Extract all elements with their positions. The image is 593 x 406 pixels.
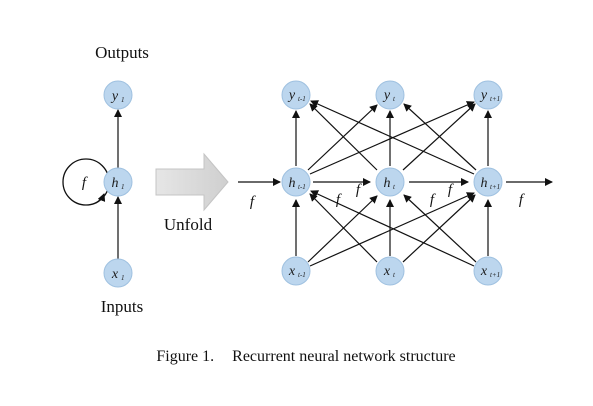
- node-y-cur: y t: [375, 80, 405, 110]
- node-y-prev: y t-1: [281, 80, 311, 110]
- figure-caption: Figure 1. Recurrent neural network struc…: [156, 348, 455, 365]
- f-label-out: f: [519, 192, 525, 208]
- svg-text:y: y: [287, 88, 296, 103]
- edge-hprev-ynext: [309, 101, 475, 175]
- svg-text:1: 1: [121, 96, 125, 104]
- svg-text:t+1: t+1: [490, 183, 500, 191]
- node-x-prev: x t-1: [281, 256, 311, 286]
- edge-xprev-hcur: [307, 195, 378, 263]
- svg-text:x: x: [288, 264, 296, 279]
- node-fold-y: y 1: [103, 80, 133, 110]
- svg-text:y: y: [479, 88, 488, 103]
- edge-hcur-yprev: [309, 103, 378, 171]
- node-x-next: x t+1: [473, 256, 503, 286]
- edge-hcur-ynext: [402, 103, 476, 171]
- caption-text: Recurrent neural network structure: [232, 348, 455, 365]
- f-label-in: f: [250, 194, 256, 210]
- edge-hnext-yprev: [310, 100, 475, 175]
- svg-text:h: h: [289, 176, 296, 191]
- svg-text:t: t: [393, 95, 396, 103]
- node-fold-x: x 1: [103, 258, 133, 288]
- node-x-cur: x t: [375, 256, 405, 286]
- svg-text:1: 1: [121, 183, 125, 191]
- svg-text:y: y: [110, 89, 119, 104]
- node-h-prev: h t-1: [281, 167, 311, 197]
- svg-text:t-1: t-1: [298, 183, 306, 191]
- self-loop-arrow: [95, 193, 106, 204]
- node-y-next: y t+1: [473, 80, 503, 110]
- self-loop-f-label: f: [82, 175, 88, 191]
- inputs-label: Inputs: [101, 297, 144, 316]
- f-label-2: f: [356, 182, 362, 198]
- edge-hprev-ycur: [307, 104, 378, 171]
- outputs-label: Outputs: [95, 43, 149, 62]
- svg-text:t-1: t-1: [298, 271, 306, 279]
- svg-text:t-1: t-1: [298, 95, 306, 103]
- node-h-next: h t+1: [473, 167, 503, 197]
- unfold-label: Unfold: [164, 215, 213, 234]
- f-label-3: f: [430, 192, 436, 208]
- edge-xnext-hcur: [403, 194, 477, 263]
- node-fold-h: h 1: [103, 167, 133, 197]
- edge-xnext-hprev: [310, 190, 475, 267]
- svg-text:h: h: [384, 176, 391, 191]
- svg-text:x: x: [480, 264, 488, 279]
- f-label-1: f: [336, 192, 342, 208]
- svg-text:t: t: [393, 271, 396, 279]
- node-h-cur: h t: [375, 167, 405, 197]
- edge-xprev-hnext: [309, 192, 475, 267]
- unfold-arrow: [155, 152, 229, 212]
- svg-text:y: y: [382, 88, 391, 103]
- svg-text:t+1: t+1: [490, 95, 500, 103]
- edge-hnext-ycur: [403, 103, 477, 171]
- edge-xcur-hnext: [402, 194, 476, 263]
- svg-text:h: h: [481, 176, 488, 191]
- svg-text:t: t: [393, 183, 396, 191]
- f-label-4: f: [448, 182, 454, 198]
- svg-text:x: x: [383, 264, 391, 279]
- svg-text:1: 1: [121, 274, 125, 282]
- edge-xcur-hprev: [309, 193, 378, 263]
- svg-text:x: x: [111, 267, 119, 282]
- svg-text:t+1: t+1: [490, 271, 500, 279]
- caption-figure-number: Figure 1.: [156, 348, 214, 365]
- svg-text:h: h: [112, 176, 119, 191]
